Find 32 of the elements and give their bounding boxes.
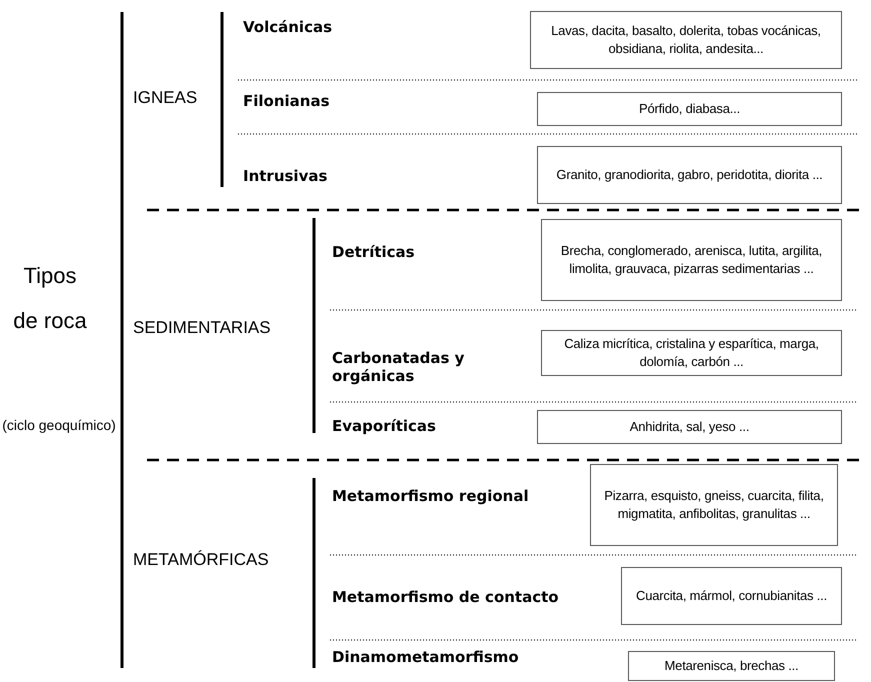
group-label: IGNEAS: [133, 88, 198, 108]
example-text: Metarenisca, brechas ...: [664, 657, 798, 675]
example-box: [541, 330, 842, 376]
example-text: Cuarcita, mármol, cornubianitas ...: [636, 587, 827, 605]
rock-type-title: Tipos de roca: [12, 262, 88, 335]
subtype-label: Carbonatadas y orgánicas: [332, 349, 466, 385]
example-text: Anhidrita, sal, yeso ...: [630, 418, 750, 436]
example-box: [530, 11, 842, 69]
subtype-label: Detríticas: [332, 243, 415, 261]
example-box: [628, 651, 835, 681]
subtype-label: Metamorfismo regional: [332, 487, 529, 505]
example-box: [621, 567, 842, 625]
example-text: Brecha, conglomerado, arenisca, lutita, argilita, limolita, grauvaca, pizarras sedimentarias ...: [560, 242, 824, 278]
group-label: SEDIMENTARIAS: [133, 318, 271, 338]
subtype-label: Intrusivas: [243, 167, 328, 185]
example-text: Caliza micrítica, cristalina y esparítica, marga, dolomía, carbón ...: [563, 335, 820, 371]
subtype-label: Metamorfismo de contacto: [332, 588, 559, 606]
example-box: [537, 146, 842, 204]
example-text: Pórfido, diabasa...: [639, 100, 740, 118]
example-box: [541, 219, 842, 301]
subtype-label: Volcánicas: [243, 18, 332, 36]
example-text: Lavas, dacita, basalto, dolerita, tobas vocánicas, obsidiana, riolita, andesita...: [550, 22, 822, 58]
example-text: Granito, granodiorita, gabro, peridotita, diorita ...: [556, 166, 823, 184]
example-box: [537, 92, 842, 126]
rock-type-subtitle: (ciclo geoquímico): [1, 416, 117, 435]
example-text: Pizarra, esquisto, gneiss, cuarcita, filita, migmatita, anfibolitas, granulitas ...: [603, 487, 825, 523]
group-label: METAMÓRFICAS: [133, 550, 269, 570]
subtype-label: Filonianas: [243, 92, 330, 110]
subtype-label: Evaporíticas: [332, 417, 436, 435]
example-box: [537, 410, 842, 444]
subtype-label: Dinamometamorfismo: [332, 648, 519, 666]
example-box: [590, 464, 838, 546]
